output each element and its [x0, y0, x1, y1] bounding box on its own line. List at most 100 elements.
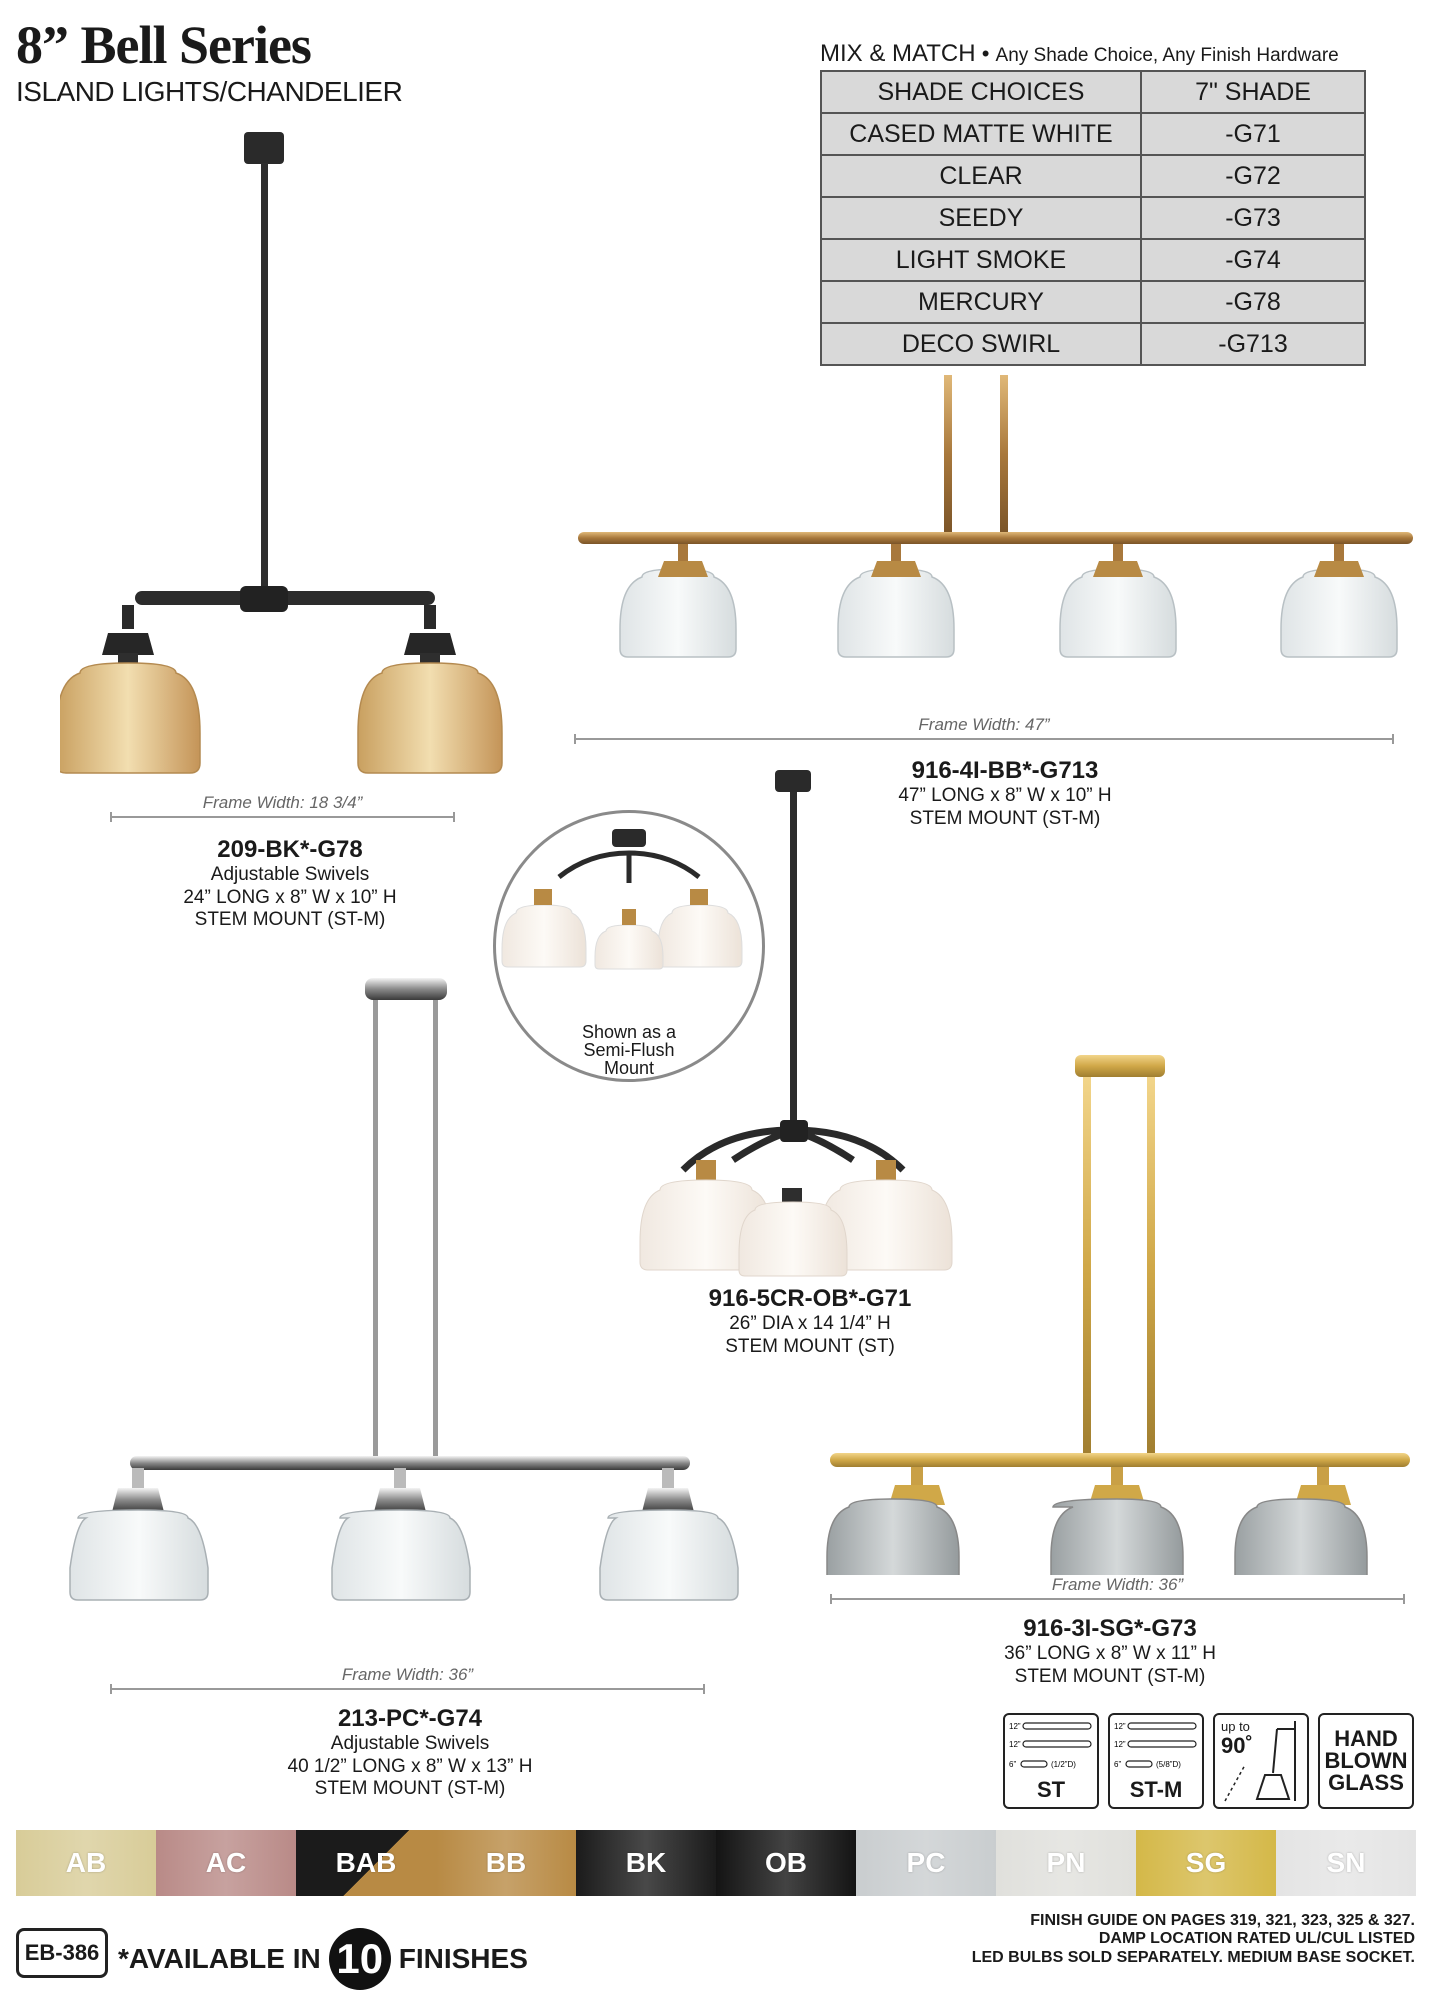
product-code: 916-5CR-OB*-G71 — [708, 1285, 912, 1312]
footer-notes: FINISH GUIDE ON PAGES 319, 321, 323, 325… — [972, 1912, 1415, 1967]
product-209-info: 209-BK*-G78 Adjustable Swivels 24” LONG … — [110, 836, 470, 932]
footer-note: LED BULBS SOLD SEPARATELY. MEDIUM BASE S… — [971, 1948, 1415, 1966]
product-213-info: 213-PC*-G74 Adjustable Swivels 40 1/2” L… — [260, 1705, 560, 1801]
table-header-cell: SHADE CHOICES — [820, 70, 1142, 114]
table-row: CLEAR-G72 — [820, 154, 1366, 198]
badge-diameter: (5/8”D) — [1156, 1760, 1181, 1769]
product-code: 209-BK*-G78 — [217, 836, 363, 863]
table-row: DECO SWIRL-G713 — [820, 322, 1366, 366]
badge-length: 6” — [1009, 1760, 1016, 1769]
table-cell: -G73 — [1140, 196, 1366, 240]
semi-flush-image — [501, 829, 743, 970]
finish-swatch-bb: BB — [436, 1830, 576, 1896]
finish-swatch-sn: SN — [1276, 1830, 1416, 1896]
mix-match-caption: MIX & MATCH • Any Shade Choice, Any Fini… — [820, 40, 1339, 68]
badge-length: 12” — [1114, 1722, 1126, 1731]
badge-degree: 90˚ — [1221, 1733, 1253, 1758]
product-code: 916-4I-BB*-G713 — [911, 757, 1099, 784]
frame-width-line — [110, 1684, 705, 1694]
product-mount: STEM MOUNT (ST-M) — [1014, 1665, 1206, 1687]
badge-hand-blown-glass: HAND BLOWN GLASS — [1318, 1713, 1414, 1809]
badge-upto: up to — [1221, 1719, 1250, 1734]
finish-swatch-pc: PC — [856, 1830, 996, 1896]
badge-length: 6” — [1114, 1760, 1121, 1769]
product-mount: STEM MOUNT (ST-M) — [194, 909, 386, 931]
product-916-5cr-info: 916-5CR-OB*-G71 26” DIA x 14 1/4” H STEM… — [660, 1285, 960, 1358]
mix-match-label: MIX & MATCH — [820, 40, 976, 67]
badge-st-m: 12” 12” 6” (5/8”D) ST-M — [1108, 1713, 1204, 1809]
table-cell: CLEAR — [820, 154, 1142, 198]
product-dimensions: 24” LONG x 8” W x 10” H — [183, 886, 397, 908]
badge-text: GLASS — [1328, 1770, 1404, 1795]
page-number: EB-386 — [16, 1928, 108, 1978]
table-cell: -G72 — [1140, 154, 1366, 198]
fixture-209-image — [60, 132, 503, 774]
badge-st: 12” 12” 6” (1/2”D) ST — [1003, 1713, 1099, 1809]
page-title: 8” Bell Series — [16, 15, 312, 75]
fixture-916-3i-image — [826, 1055, 1410, 1575]
frame-width-line — [574, 734, 1394, 744]
badge-text: BLOWN — [1324, 1748, 1408, 1773]
fixture-916-4i-image — [578, 375, 1413, 658]
product-916-3i-info: 916-3I-SG*-G73 36” LONG x 8” W x 11” H S… — [960, 1615, 1260, 1688]
finish-swatch-bk: BK — [576, 1830, 716, 1896]
product-dimensions: 47” LONG x 8” W x 10” H — [898, 785, 1112, 807]
inset-caption: Shown as a — [581, 1022, 677, 1042]
table-cell: -G71 — [1140, 112, 1366, 156]
table-row: MERCURY-G78 — [820, 280, 1366, 324]
table-header-row: SHADE CHOICES 7" SHADE — [820, 70, 1366, 114]
availability-prefix: *AVAILABLE IN — [118, 1943, 321, 1974]
finish-swatch-ob: OB — [716, 1830, 856, 1896]
footer-note: FINISH GUIDE ON PAGES 319, 321, 323, 325… — [1030, 1912, 1415, 1929]
product-mount: STEM MOUNT (ST-M) — [314, 1778, 506, 1800]
fixture-916-5cr-image — [639, 770, 953, 1277]
availability-note: *AVAILABLE IN 10 FINISHES — [118, 1928, 528, 1990]
table-cell: SEEDY — [820, 196, 1142, 240]
table-cell: DECO SWIRL — [820, 322, 1142, 366]
badge-swivel: up to 90˚ — [1213, 1713, 1309, 1809]
badge-diameter: (1/2”D) — [1051, 1760, 1076, 1769]
finish-swatch-ac: AC — [156, 1830, 296, 1896]
badge-length: 12” — [1009, 1722, 1021, 1731]
mix-match-bullet: • — [981, 41, 990, 66]
semi-flush-inset: Shown as a Semi-Flush Mount — [493, 810, 765, 1082]
table-row: CASED MATTE WHITE-G71 — [820, 112, 1366, 156]
table-row: LIGHT SMOKE-G74 — [820, 238, 1366, 282]
fixture-213-image — [69, 978, 739, 1601]
table-header-cell: 7" SHADE — [1140, 70, 1366, 114]
table-row: SEEDY-G73 — [820, 196, 1366, 240]
finish-swatch-bab: BAB — [296, 1830, 436, 1896]
footer-note: DAMP LOCATION RATED UL/CUL LISTED — [1098, 1930, 1415, 1948]
product-code: 916-3I-SG*-G73 — [1023, 1615, 1197, 1642]
table-cell: LIGHT SMOKE — [820, 238, 1142, 282]
frame-width-label: Frame Width: 36” — [341, 1665, 474, 1684]
badge-text: HAND — [1334, 1726, 1398, 1751]
badge-label: ST-M — [1129, 1777, 1183, 1802]
mix-match-text: Any Shade Choice, Any Finish Hardware — [995, 45, 1339, 66]
product-dimensions: 26” DIA x 14 1/4” H — [729, 1313, 891, 1335]
availability-suffix: FINISHES — [398, 1943, 528, 1974]
finish-count-badge: 10 — [328, 1928, 391, 1990]
product-dimensions: 40 1/2” LONG x 8” W x 13” H — [287, 1755, 533, 1777]
product-dimensions: 36” LONG x 8” W x 11” H — [1004, 1643, 1216, 1665]
table-cell: -G78 — [1140, 280, 1366, 324]
frame-width-line — [110, 812, 455, 822]
product-code: 213-PC*-G74 — [337, 1705, 483, 1732]
shade-choices-table: SHADE CHOICES 7" SHADE CASED MATTE WHITE… — [820, 70, 1366, 366]
badge-length: 12” — [1114, 1740, 1126, 1749]
finish-swatch-ab: AB — [16, 1830, 156, 1896]
product-feature: Adjustable Swivels — [210, 864, 370, 886]
frame-width-label: Frame Width: 18 3/4” — [202, 793, 363, 812]
product-feature: Adjustable Swivels — [330, 1733, 490, 1755]
product-mount: STEM MOUNT (ST) — [725, 1335, 895, 1357]
table-cell: -G713 — [1140, 322, 1366, 366]
product-mount: STEM MOUNT (ST-M) — [909, 807, 1101, 829]
inset-caption: Semi-Flush — [583, 1040, 675, 1060]
frame-width-label: Frame Width: 36” — [1051, 1575, 1184, 1594]
frame-width-line — [830, 1594, 1405, 1604]
swivel-icon — [1224, 1721, 1296, 1802]
finish-swatch-sg: SG — [1136, 1830, 1276, 1896]
inset-caption: Mount — [603, 1058, 655, 1078]
table-cell: CASED MATTE WHITE — [820, 112, 1142, 156]
